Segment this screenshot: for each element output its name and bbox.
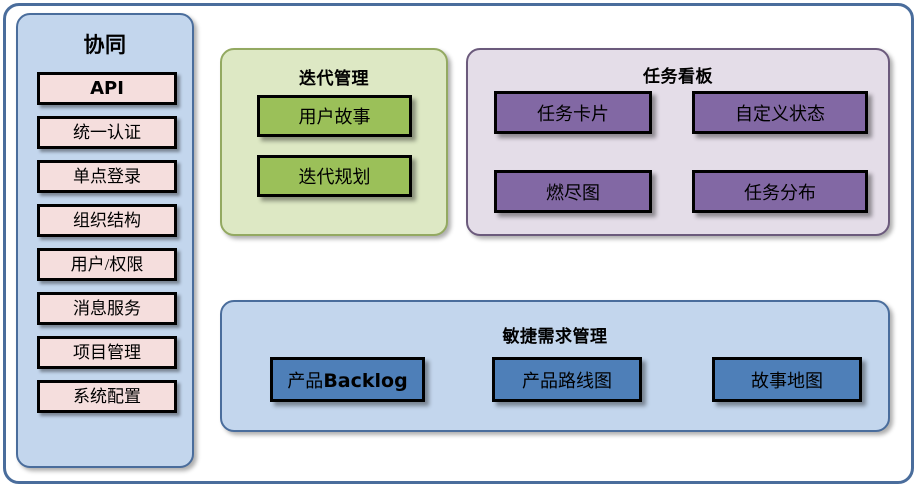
sidebar-item-list: API 统一认证 单点登录 组织结构 用户/权限 消息服务 项目管理 系统配置: [37, 72, 177, 424]
box-product-backlog-label-cjk: 产品: [287, 370, 324, 391]
box-custom-status[interactable]: 自定义状态: [692, 91, 868, 134]
group-panel-task-board[interactable]: 任务看板 任务卡片 自定义状态 燃尽图 任务分布: [466, 48, 890, 236]
box-story-map[interactable]: 故事地图: [712, 357, 862, 402]
box-iteration-planning[interactable]: 迭代规划: [257, 155, 412, 197]
group-title-iteration-management: 迭代管理: [299, 69, 369, 89]
sidebar-item-project-management[interactable]: 项目管理: [37, 336, 177, 369]
sidebar-item-single-sign-on[interactable]: 单点登录: [37, 160, 177, 193]
box-burndown-chart[interactable]: 燃尽图: [494, 170, 652, 213]
sidebar-title: 协同: [83, 33, 127, 57]
group-panel-iteration-management[interactable]: 迭代管理 用户故事 迭代规划: [220, 48, 448, 236]
box-task-card[interactable]: 任务卡片: [494, 91, 652, 134]
box-product-roadmap[interactable]: 产品路线图: [492, 357, 642, 402]
box-user-story[interactable]: 用户故事: [257, 95, 412, 137]
sidebar-panel-collaboration[interactable]: 协同 API 统一认证 单点登录 组织结构 用户/权限 消息服务 项目管理 系统…: [16, 13, 194, 468]
sidebar-item-system-config[interactable]: 系统配置: [37, 380, 177, 413]
sidebar-item-unified-auth[interactable]: 统一认证: [37, 116, 177, 149]
group-title-agile-requirements: 敏捷需求管理: [502, 327, 608, 347]
sidebar-item-api[interactable]: API: [37, 72, 177, 105]
box-product-backlog-label-latin: Backlog: [323, 369, 408, 392]
box-task-distribution[interactable]: 任务分布: [692, 170, 868, 213]
sidebar-item-org-structure[interactable]: 组织结构: [37, 204, 177, 237]
group-title-task-board: 任务看板: [643, 67, 713, 87]
sidebar-item-message-service[interactable]: 消息服务: [37, 292, 177, 325]
sidebar-item-user-permission[interactable]: 用户/权限: [37, 248, 177, 281]
